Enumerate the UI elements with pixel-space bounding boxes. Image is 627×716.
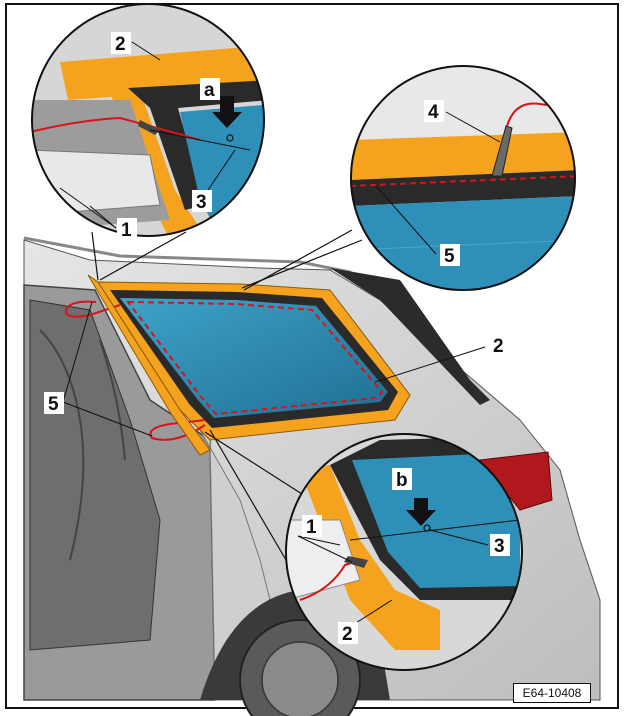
quarter-window — [64, 274, 411, 456]
callout-bottom-right-2: 2 — [342, 624, 353, 645]
main-leaders — [62, 301, 486, 437]
callout-bottom-right-3: 3 — [494, 536, 505, 557]
callout-top-left-a: a — [204, 80, 215, 101]
callout-top-right-4: 4 — [428, 102, 439, 123]
connector-lines — [91, 229, 363, 561]
callout-main-2: 2 — [493, 336, 504, 357]
callout-bottom-right-b: b — [396, 470, 408, 491]
detail-circle-top-left — [31, 3, 265, 237]
detail-circle-top-right — [350, 65, 576, 291]
callout-top-left-2: 2 — [115, 34, 126, 55]
callout-top-left-3: 3 — [196, 192, 207, 213]
callout-labels: 2 a 3 1 4 5 2 5 b 1 3 2 — [44, 32, 510, 645]
callout-top-right-5: 5 — [444, 246, 455, 267]
callout-bottom-right-1: 1 — [306, 517, 317, 538]
figure-reference-label: E64-10408 — [513, 683, 591, 703]
callout-top-left-1: 1 — [121, 220, 132, 241]
callout-main-5: 5 — [48, 394, 59, 415]
